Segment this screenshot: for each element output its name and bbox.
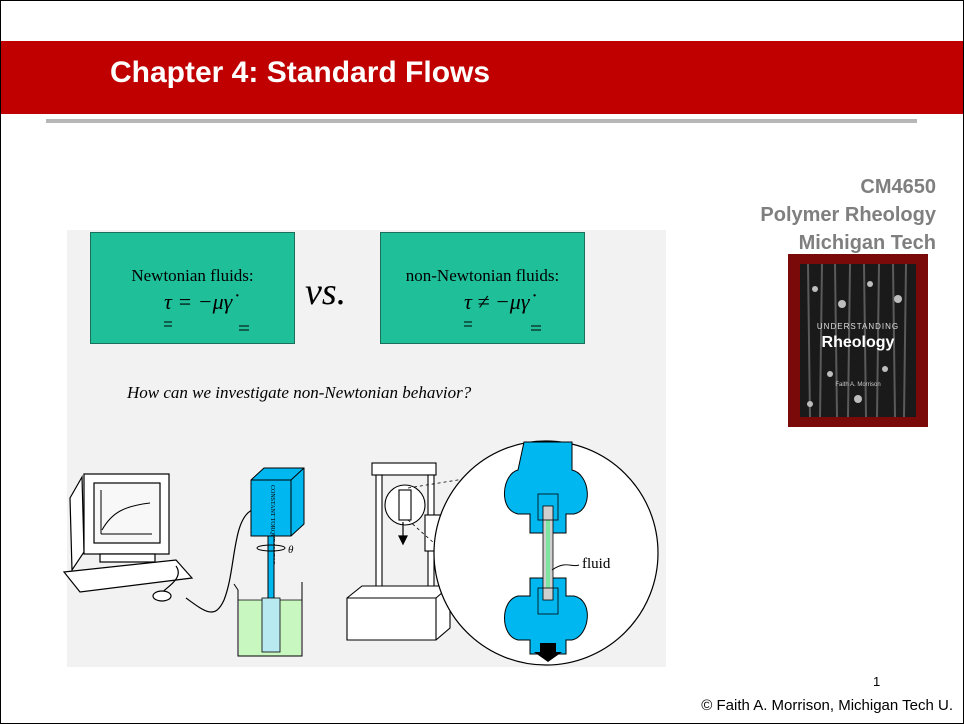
- question-text: How can we investigate non-Newtonian beh…: [127, 383, 472, 402]
- newtonian-equation: τ = −μγ̇: [164, 289, 233, 314]
- non-newtonian-equation: τ ≠ −μγ̇: [464, 289, 530, 314]
- book-cover: UNDERSTANDING Rheology Faith A. Morrison: [788, 254, 928, 427]
- course-info: CM4650 Polymer Rheology Michigan Tech: [760, 173, 936, 257]
- magnified-view: [433, 440, 659, 666]
- tester-down-arrow: [398, 522, 408, 546]
- fluid-label: fluid: [582, 556, 611, 572]
- book-subtitle: UNDERSTANDING: [816, 322, 900, 331]
- motor-label: CONSTANT TORQUE MOTOR: [269, 485, 275, 565]
- vs-text: vs.: [305, 271, 347, 313]
- book-author: Faith A. Morrison: [835, 382, 881, 388]
- title-bar: [1, 41, 963, 114]
- page-number: 1: [873, 674, 881, 689]
- copyright: © Faith A. Morrison, Michigan Tech U.: [701, 697, 953, 714]
- book-cover-art: UNDERSTANDING Rheology Faith A. Morrison: [800, 264, 916, 417]
- beaker-icon: [233, 582, 303, 657]
- theta-symbol: θ: [288, 544, 294, 556]
- book-texture: [807, 264, 907, 417]
- book-title: Rheology: [821, 334, 895, 351]
- slide-title: Chapter 4: Standard Flows: [110, 56, 491, 89]
- title-rule: [46, 119, 917, 123]
- computer-icon: [62, 473, 194, 602]
- non-newtonian-box: non-Newtonian fluids: τ ≠ −μγ̇: [380, 232, 585, 344]
- institution: Michigan Tech: [798, 232, 936, 254]
- course-code: CM4650: [860, 176, 936, 198]
- newtonian-label: Newtonian fluids:: [131, 266, 254, 285]
- tensor-marks: [164, 321, 541, 331]
- motor-icon: [250, 467, 305, 537]
- course-name: Polymer Rheology: [760, 204, 936, 226]
- cable: [185, 509, 253, 613]
- tensile-tester-icon: [346, 462, 451, 641]
- computer-graph: [100, 490, 152, 535]
- newtonian-box: Newtonian fluids: τ = −μγ̇: [90, 232, 295, 344]
- rotation-arrow: [256, 544, 286, 552]
- non-newtonian-label: non-Newtonian fluids:: [405, 266, 560, 285]
- shaft: [267, 535, 275, 605]
